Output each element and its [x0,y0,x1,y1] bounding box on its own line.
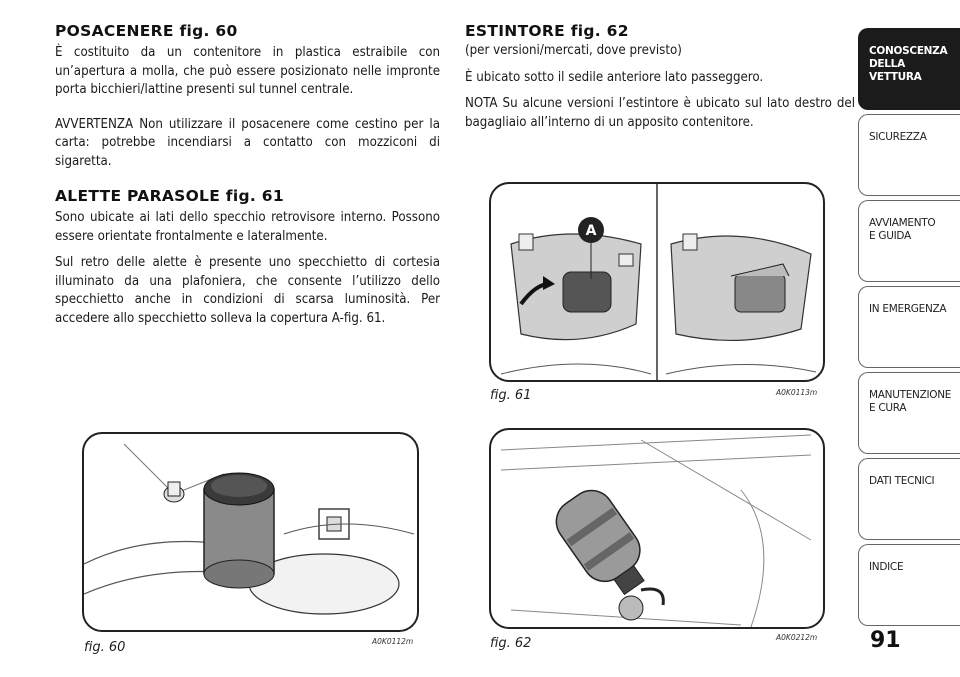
paragraph-estintore-1: È ubicato sotto il sedile anteriore lato… [465,69,764,85]
chapter-sidebar: CONOSCENZA DELLA VETTURA SICUREZZA AVVIA… [858,28,960,648]
figure-60-ashtray [82,432,419,632]
figure-61-label: fig. 61 [490,388,532,403]
paragraph-posacenere-1: È costituito da un contenitore in plasti… [55,45,440,97]
sun-visor-illustration: A [500,184,817,380]
figure-61-sun-visor: A [489,182,825,382]
figure-60-label: fig. 60 [84,640,126,655]
middle-column: ESTINTORE fig. 62 (per versioni/mercati,… [465,22,855,140]
section-title-posacenere: POSACENERE fig. 60 [55,22,238,40]
figure-60-code: A0K0112m [372,637,414,646]
tab-indice[interactable]: INDICE [858,544,960,626]
paragraph-posacenere-warning: AVVERTENZA Non utilizzare il posacenere … [55,116,440,169]
tab-conoscenza-della-vettura[interactable]: CONOSCENZA DELLA VETTURA [858,28,960,110]
figure-61-code: A0K0113m [776,388,818,397]
ashtray-illustration [84,443,415,615]
tab-avviamento-e-guida[interactable]: AVVIAMENTO E GUIDA [858,200,960,282]
tab-manutenzione-e-cura[interactable]: MANUTENZIONE E CURA [858,372,960,454]
section-title-alette: ALETTE PARASOLE fig. 61 [55,187,284,205]
extinguisher-illustration [500,434,812,627]
paragraph-alette-2: Sul retro delle alette è presente uno sp… [55,255,440,326]
svg-text:A: A [586,223,597,239]
tab-sicurezza[interactable]: SICUREZZA [858,114,960,196]
section-subtitle-estintore: (per versioni/mercati, dove previsto) [465,43,682,58]
page-number: 91 [870,628,901,653]
marker-a-icon [578,217,604,243]
left-column: POSACENERE fig. 60 È costituito da un co… [55,22,440,336]
tab-in-emergenza[interactable]: IN EMERGENZA [858,286,960,368]
tab-dati-tecnici[interactable]: DATI TECNICI [858,458,960,540]
figure-62-label: fig. 62 [490,636,532,651]
figure-62-extinguisher [489,428,825,629]
section-title-estintore: ESTINTORE fig. 62 [465,22,629,40]
figure-62-code: A0K0212m [776,633,818,642]
paragraph-alette-1: Sono ubicate ai lati dello specchio retr… [55,210,440,244]
paragraph-estintore-note: NOTA Su alcune versioni l’estintore è ub… [465,96,855,130]
